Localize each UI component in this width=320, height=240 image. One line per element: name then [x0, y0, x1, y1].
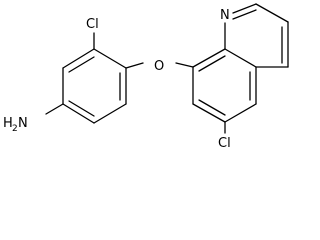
- atom-label-oxygen: O: [154, 59, 164, 74]
- amine-n-label: N: [18, 116, 28, 131]
- atom-label-cl-bottom: Cl: [218, 136, 231, 151]
- bond: [62, 103, 95, 124]
- bond: [62, 48, 95, 69]
- quinoline-benzo-ring: [192, 48, 257, 123]
- bond: [93, 103, 127, 124]
- bond: [192, 48, 226, 68]
- bond: [232, 3, 257, 14]
- bond: [198, 99, 226, 116]
- bond: [232, 9, 257, 20]
- bond: [68, 100, 95, 117]
- atom-label-cl-top: Cl: [86, 17, 99, 32]
- bond: [93, 48, 127, 69]
- bond: [192, 103, 226, 123]
- bond-to-amine: [45, 103, 64, 115]
- bond: [224, 48, 257, 68]
- atom-label-nitrogen: N: [220, 8, 230, 23]
- bond: [224, 103, 257, 123]
- bond: [255, 3, 289, 23]
- amine-subscript: 2: [12, 124, 18, 134]
- amine-group-label: H 2 N: [3, 116, 28, 134]
- quinoline-pyridine-ring: [224, 3, 289, 68]
- structure-canvas: Cl O N Cl H 2 N: [3, 3, 289, 151]
- chloroaniline-ring: [62, 48, 127, 124]
- bond: [198, 55, 226, 72]
- bond-oxygen-quinoline: [175, 62, 194, 68]
- amine-h-label: H: [3, 116, 13, 131]
- bond: [68, 56, 95, 73]
- bond-aryl-oxygen: [125, 62, 144, 69]
- molecule-structure: Cl O N Cl H 2 N: [3, 3, 289, 151]
